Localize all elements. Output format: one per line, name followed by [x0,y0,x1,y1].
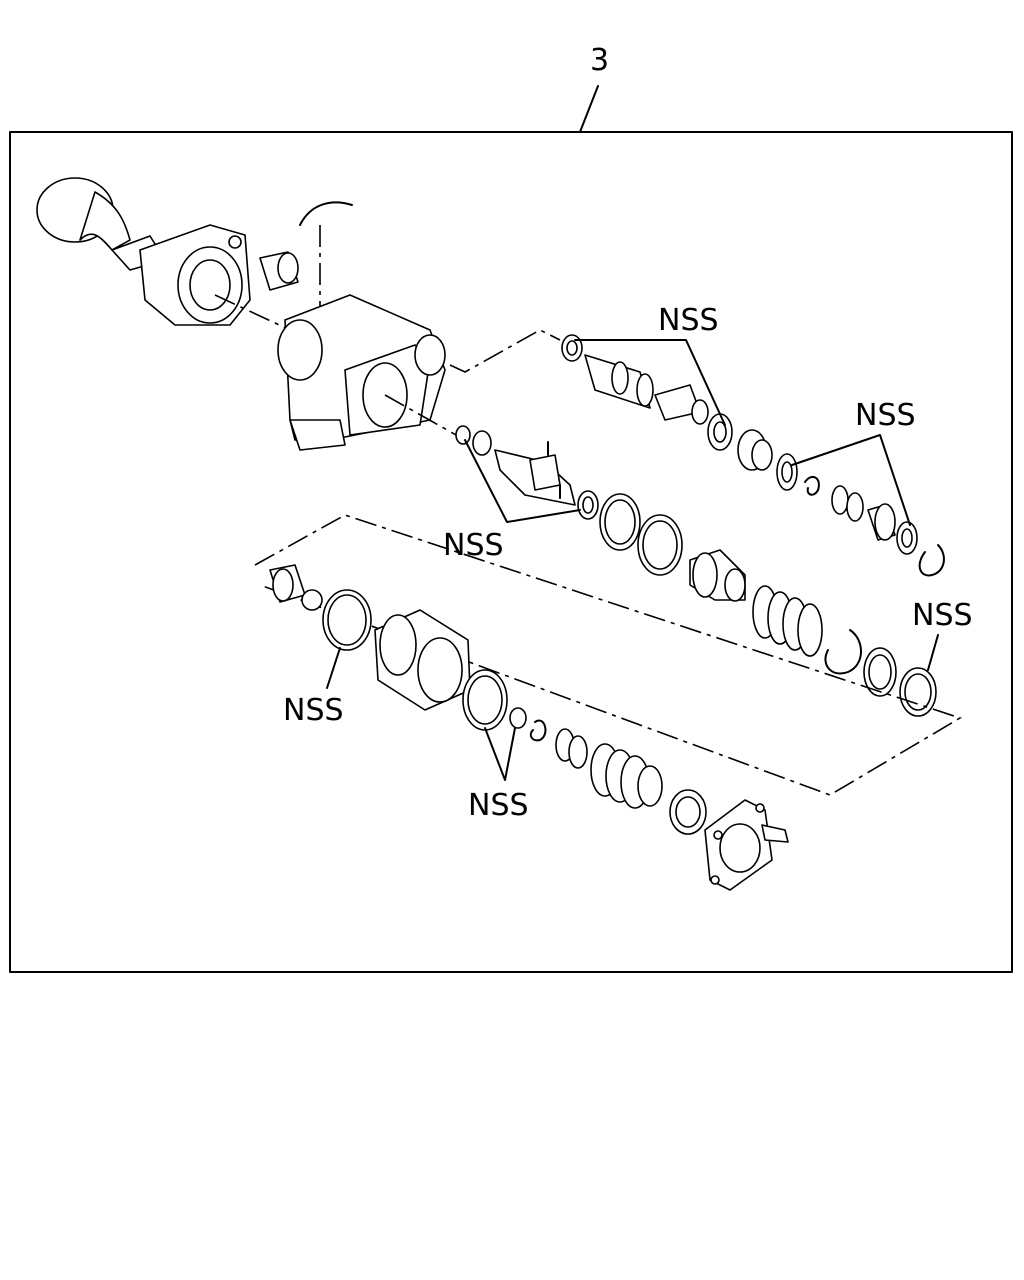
spring-middle [752,585,823,657]
nss-callout-3: NSS [443,528,504,563]
seal-cup-middle [863,647,897,697]
oring-middle-4 [899,667,937,717]
main-valve-body [277,294,446,451]
spring-seat-lower [555,728,588,769]
nss-callout-1: NSS [658,303,719,338]
plunger-upper [654,384,709,425]
seal-ring-middle-1 [599,493,641,551]
plug-lower [269,564,323,611]
callout-number: 3 [590,43,609,78]
spring-seat-upper [831,485,864,522]
shift-knob [36,177,166,271]
oring-lower-1 [322,589,372,651]
seal-cup-upper [737,429,773,471]
end-cover [704,799,789,891]
valve-stem-middle [494,441,576,506]
small-clip-upper [804,475,820,496]
rear-housing [139,224,251,326]
oring-upper-1 [561,334,583,362]
piston-middle [689,549,746,602]
oring-middle-1 [455,425,471,445]
oring-lower-3 [509,707,527,729]
nss-callout-5: NSS [283,693,344,728]
clip-lower [529,719,547,742]
oring-lower-2 [462,669,508,731]
washer-lower [669,789,707,835]
valve-spool-upper [584,354,654,409]
nss-callout-6: NSS [468,788,529,823]
nss-callout-2: NSS [855,398,916,433]
nss-callout-4: NSS [912,598,973,633]
oring-upper-4 [896,521,918,555]
oring-upper-2 [707,413,733,451]
oring-upper-3 [776,453,798,491]
piston-lower [374,609,471,711]
callout-leader [579,85,599,133]
snap-ring-middle [824,629,862,675]
snap-clip [299,201,353,226]
oring-middle-2 [472,430,492,456]
sleeve-ring [259,251,299,291]
seal-ring-middle-2 [637,514,683,576]
oring-middle-3 [577,490,599,520]
snap-ring-upper [918,544,945,577]
piston-upper [867,503,896,541]
assembly-frame [9,131,1013,973]
spring-lower [590,743,663,809]
